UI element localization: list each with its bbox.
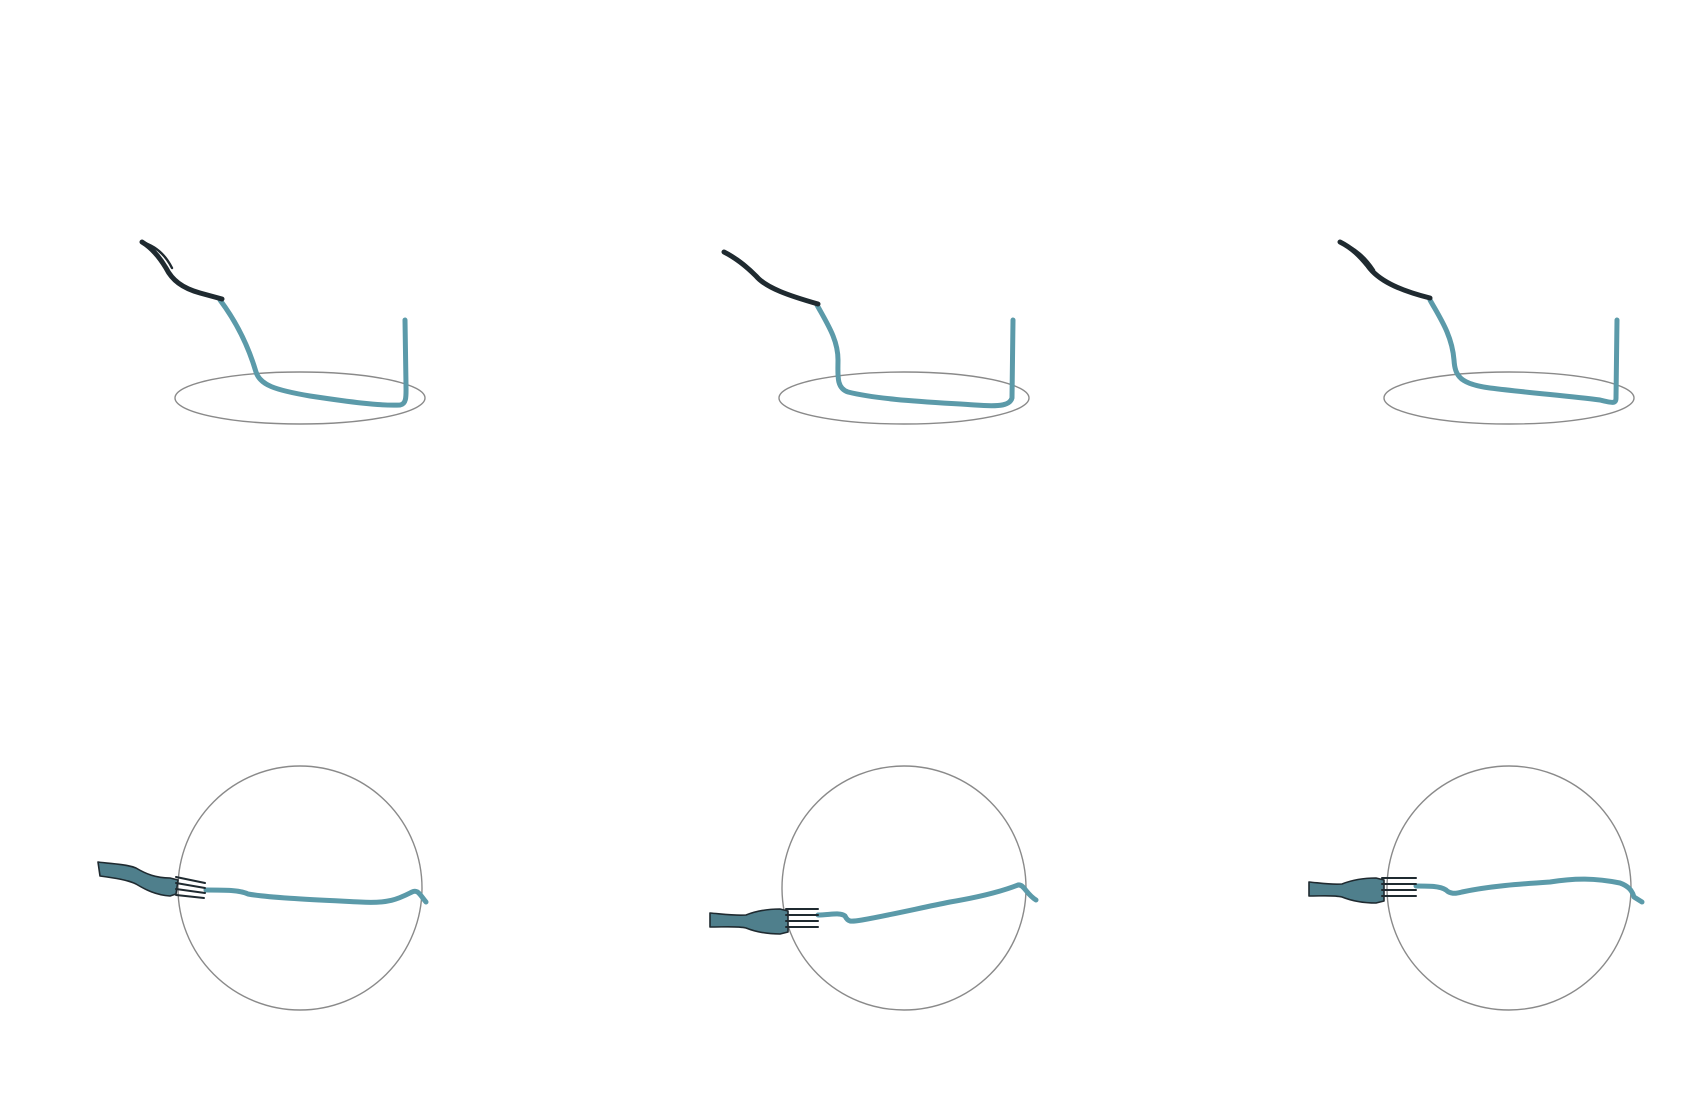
fork-icon <box>97 861 206 899</box>
trajectory-path <box>203 887 429 905</box>
top-view-panel-1 <box>97 765 429 1011</box>
fork-icon <box>709 908 819 935</box>
side-view-panel-2 <box>721 249 1030 425</box>
side-view-panel-1 <box>139 239 426 425</box>
plate-ellipse <box>778 371 1030 425</box>
plate-ellipse <box>174 371 426 425</box>
side-view-panel-3 <box>1337 239 1635 425</box>
plate-circle <box>177 765 423 1011</box>
trajectory-path <box>815 882 1039 924</box>
fork-icon <box>1337 239 1433 301</box>
trajectory-path <box>217 297 409 408</box>
trajectory-path <box>1427 297 1620 405</box>
top-view-panel-2 <box>709 765 1039 1011</box>
fork-icon <box>139 239 225 302</box>
trajectory-path <box>814 302 1016 409</box>
fork-icon <box>1308 877 1417 904</box>
plate-ellipse <box>1383 371 1635 425</box>
plate-circle <box>781 765 1027 1011</box>
trajectory-path <box>1413 876 1645 905</box>
top-view-panel-3 <box>1308 765 1645 1011</box>
fork-icon <box>721 249 821 307</box>
